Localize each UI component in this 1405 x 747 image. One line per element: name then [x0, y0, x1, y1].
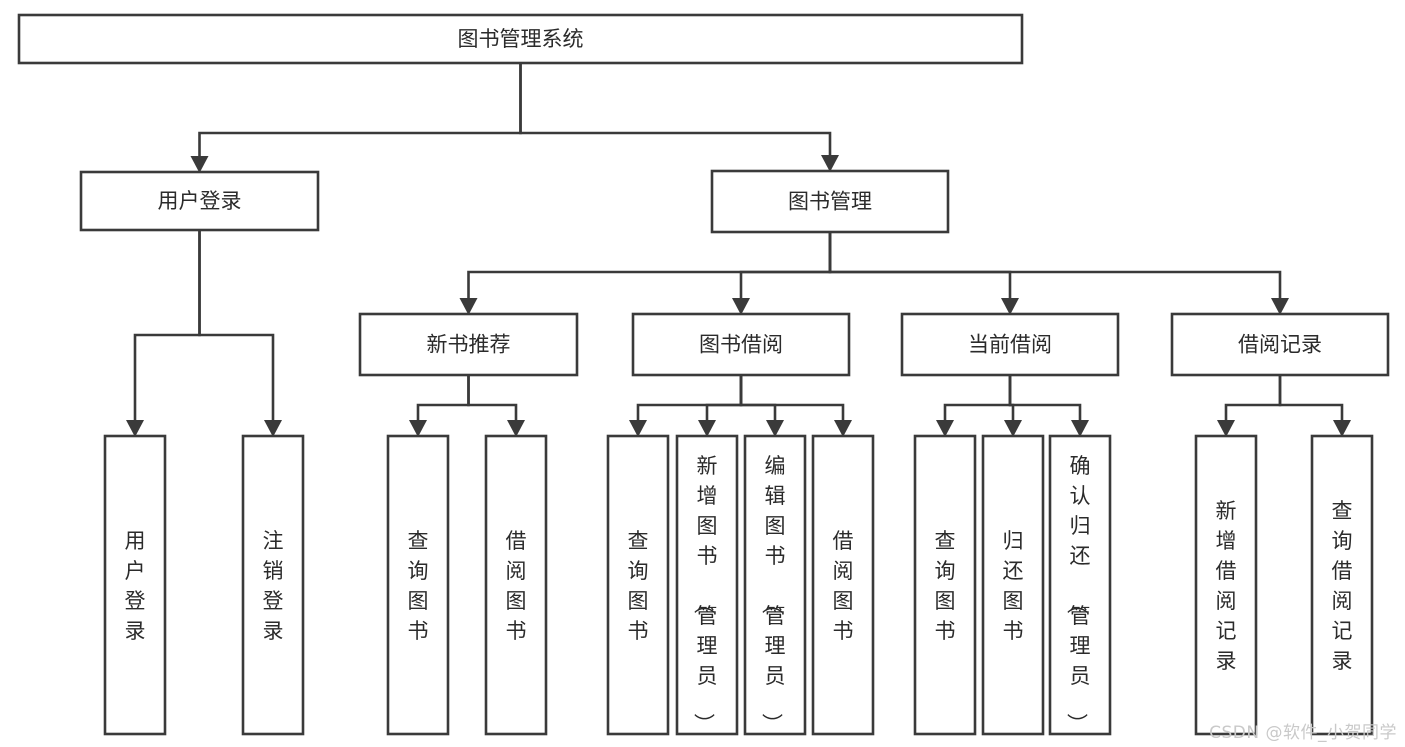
node-l4-confirm-return[interactable]: 确认归还（管理员）: [1048, 434, 1112, 736]
node-box[interactable]: [1170, 312, 1390, 377]
arrow-head-icon: [1333, 420, 1351, 437]
node-l3-new-book-rec[interactable]: 新书推荐: [358, 312, 579, 377]
node-l4-query-book-b[interactable]: 查询图书: [606, 434, 670, 736]
node-box[interactable]: [241, 434, 305, 736]
arrow-head-icon: [834, 420, 852, 437]
node-l4-user-logout[interactable]: 注销登录: [241, 434, 305, 736]
arrow-head-icon: [1004, 420, 1022, 437]
node-l4-query-record[interactable]: 查询借阅记录: [1310, 434, 1374, 736]
node-box[interactable]: [900, 312, 1120, 377]
node-l2-book-manage[interactable]: 图书管理: [710, 169, 950, 234]
node-l4-borrow-book-b[interactable]: 借阅图书: [811, 434, 875, 736]
node-layer: 图书管理系统用户登录图书管理新书推荐图书借阅当前借阅借阅记录用户登录注销登录查询…: [17, 13, 1390, 736]
node-box[interactable]: [811, 434, 875, 736]
connector-l3_new_book_rec-to-l4_query_book_a: [409, 375, 470, 437]
arrow-head-icon: [821, 155, 839, 172]
node-label: 查询图书: [935, 529, 956, 643]
node-l4-return-book[interactable]: 归还图书: [981, 434, 1045, 736]
node-label: 查询图书: [408, 529, 429, 643]
node-box[interactable]: [710, 169, 950, 234]
node-box[interactable]: [17, 13, 1024, 65]
node-box[interactable]: [103, 434, 167, 736]
arrow-head-icon: [629, 420, 647, 437]
node-l4-user-login[interactable]: 用户登录: [103, 434, 167, 736]
node-l4-borrow-book-a[interactable]: 借阅图书: [484, 434, 548, 736]
node-box[interactable]: [358, 312, 579, 377]
node-label: 图书借阅: [699, 333, 783, 357]
node-box[interactable]: [913, 434, 977, 736]
arrow-head-icon: [459, 298, 478, 315]
node-box[interactable]: [484, 434, 548, 736]
node-box[interactable]: [606, 434, 670, 736]
arrow-head-icon: [190, 156, 209, 173]
arrow-head-icon: [936, 420, 954, 437]
arrow-head-icon: [264, 420, 282, 437]
connector-l2_book_manage-to-l3_borrow_record: [828, 232, 1289, 315]
arrow-head-icon: [126, 420, 144, 437]
node-l3-current-borrow[interactable]: 当前借阅: [900, 312, 1120, 377]
arrow-head-icon: [766, 420, 784, 437]
node-label: 注销登录: [263, 529, 284, 643]
node-label: 查询借阅记录: [1332, 499, 1353, 673]
node-label: 编辑图书（管理员）: [760, 454, 786, 734]
node-label: 借阅图书: [833, 529, 854, 643]
node-l4-query-book-c[interactable]: 查询图书: [913, 434, 977, 736]
node-box[interactable]: [1194, 434, 1258, 736]
node-label: 图书管理: [788, 190, 872, 214]
csdn-watermark: CSDN @软件_小贺同学: [1209, 723, 1397, 743]
arrow-head-icon: [1217, 420, 1235, 437]
connector-l2_user_login-to-l4_user_logout: [198, 230, 282, 437]
node-label: 图书管理系统: [458, 27, 584, 51]
connector-root-to-l2_user_login: [190, 63, 522, 173]
node-box[interactable]: [386, 434, 450, 736]
connector-l2_book_manage-to-l3_current_borrow: [828, 232, 1019, 315]
arrow-head-icon: [698, 420, 716, 437]
node-label: 确认归还（管理员）: [1065, 454, 1091, 734]
connector-l2_book_manage-to-l3_new_book_rec: [459, 232, 832, 315]
connector-l3_current_borrow-to-l4_confirm_return: [1008, 375, 1089, 437]
node-l2-user-login[interactable]: 用户登录: [79, 170, 320, 232]
node-box[interactable]: [981, 434, 1045, 736]
arrow-head-icon: [1071, 420, 1089, 437]
connector-layer: [126, 63, 1351, 437]
connector-l3_book_borrow-to-l4_borrow_book_b: [739, 375, 852, 437]
arrow-head-icon: [732, 298, 750, 315]
connector-l2_book_manage-to-l3_book_borrow: [732, 232, 832, 315]
node-box[interactable]: [675, 434, 739, 736]
node-label: 当前借阅: [968, 333, 1052, 357]
connector-l3_current_borrow-to-l4_query_book_c: [936, 375, 1012, 437]
node-label: 新增借阅记录: [1216, 499, 1237, 673]
node-l4-edit-book[interactable]: 编辑图书（管理员）: [743, 434, 807, 736]
connector-l3_borrow_record-to-l4_query_record: [1278, 375, 1351, 437]
connector-root-to-l2_book_manage: [519, 63, 839, 172]
node-label: 借阅图书: [506, 529, 527, 643]
arrow-head-icon: [1271, 298, 1289, 315]
node-l4-add-record[interactable]: 新增借阅记录: [1194, 434, 1258, 736]
node-root[interactable]: 图书管理系统: [17, 13, 1024, 65]
node-label: 查询图书: [628, 529, 649, 643]
arrow-head-icon: [409, 420, 427, 437]
connector-l3_new_book_rec-to-l4_borrow_book_a: [467, 375, 525, 437]
node-l3-book-borrow[interactable]: 图书借阅: [631, 312, 851, 377]
node-l3-borrow-record[interactable]: 借阅记录: [1170, 312, 1390, 377]
node-box[interactable]: [743, 434, 807, 736]
node-label: 新书推荐: [427, 333, 511, 357]
node-box[interactable]: [1310, 434, 1374, 736]
arrow-head-icon: [507, 420, 525, 437]
connector-l3_borrow_record-to-l4_add_record: [1217, 375, 1282, 437]
node-label: 用户登录: [125, 529, 146, 643]
node-label: 新增图书（管理员）: [692, 454, 718, 734]
arrow-head-icon: [1001, 298, 1019, 315]
node-box[interactable]: [79, 170, 320, 232]
node-label: 借阅记录: [1238, 333, 1322, 357]
connector-l2_user_login-to-l4_user_login: [126, 230, 201, 437]
node-label: 用户登录: [158, 189, 242, 213]
node-l4-add-book[interactable]: 新增图书（管理员）: [675, 434, 739, 736]
node-box[interactable]: [631, 312, 851, 377]
node-box[interactable]: [1048, 434, 1112, 736]
node-label: 归还图书: [1003, 529, 1024, 643]
node-l4-query-book-a[interactable]: 查询图书: [386, 434, 450, 736]
